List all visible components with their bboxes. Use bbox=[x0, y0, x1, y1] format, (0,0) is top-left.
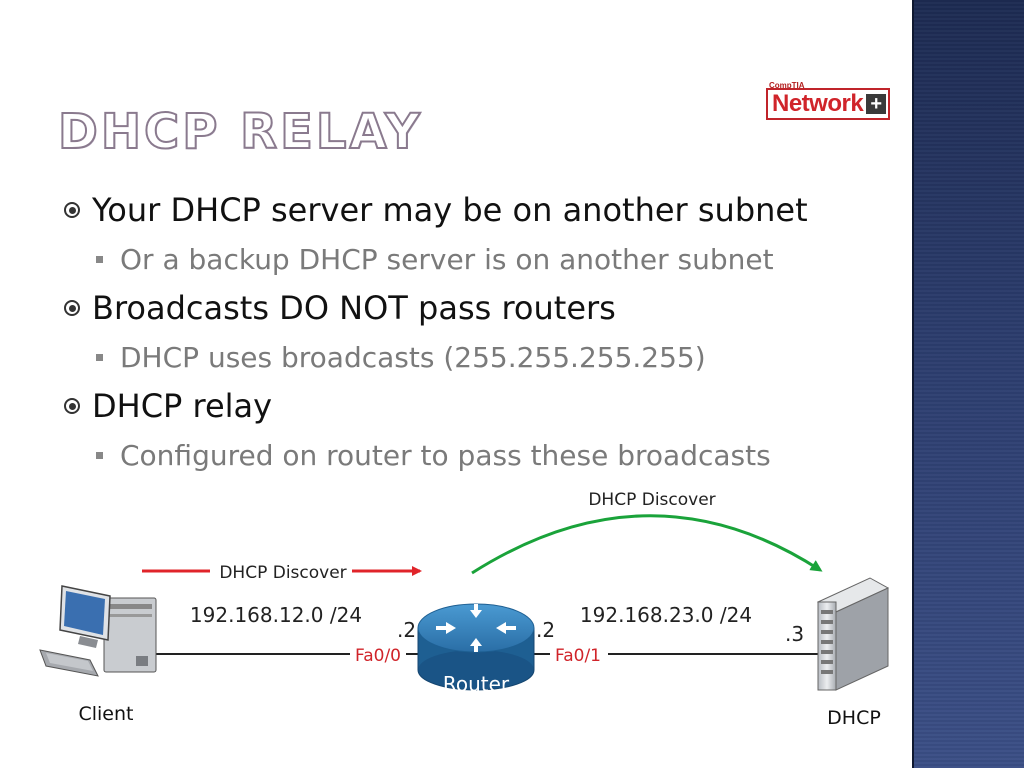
sub-bullet-2: DHCP uses broadcasts (255.255.255.255) bbox=[64, 332, 904, 382]
sub-bullet-3: Configured on router to pass these broad… bbox=[64, 430, 904, 480]
circle-bullet-icon bbox=[64, 398, 80, 414]
green-relay-arrow bbox=[471, 514, 823, 575]
client-computer-icon bbox=[39, 585, 157, 677]
router-right-host: .2 bbox=[536, 618, 555, 642]
server-label: DHCP bbox=[827, 707, 881, 729]
bullet-2: Broadcasts DO NOT pass routers bbox=[64, 284, 904, 332]
square-bullet-icon bbox=[96, 255, 103, 263]
dhcp-relay-diagram: DHCP Discover DHCP Discover 192.168.12.0… bbox=[39, 490, 890, 729]
client-label: Client bbox=[78, 703, 133, 725]
left-iface-label: Fa0/0 bbox=[355, 646, 401, 666]
left-arrow-label: DHCP Discover bbox=[219, 563, 346, 583]
sub-bullet-1: Or a backup DHCP server is on another su… bbox=[64, 234, 904, 284]
dhcp-server-icon bbox=[816, 577, 890, 691]
bullet-1-text: Your DHCP server may be on another subne… bbox=[92, 191, 808, 229]
logo-comptia-text: CompTIA bbox=[769, 81, 805, 90]
left-iface-bg bbox=[350, 644, 406, 664]
server-host: .3 bbox=[785, 622, 804, 646]
router-left-host: .2 bbox=[397, 618, 416, 642]
right-iface-bg bbox=[550, 644, 608, 664]
network-plus-logo: CompTIA Network + bbox=[766, 80, 906, 120]
router-label: Router bbox=[443, 672, 510, 696]
circle-bullet-icon bbox=[64, 300, 80, 316]
bullet-3: DHCP relay bbox=[64, 382, 904, 430]
decorative-side-band bbox=[912, 0, 1024, 768]
bullet-3-text: DHCP relay bbox=[92, 387, 273, 425]
right-subnet-label: 192.168.23.0 /24 bbox=[580, 603, 752, 627]
bullet-2-text: Broadcasts DO NOT pass routers bbox=[92, 289, 616, 327]
right-iface-label: Fa0/1 bbox=[555, 646, 601, 666]
sub-bullet-1-text: Or a backup DHCP server is on another su… bbox=[120, 242, 774, 276]
bullet-list: Your DHCP server may be on another subne… bbox=[64, 186, 904, 480]
circle-bullet-icon bbox=[64, 202, 80, 218]
square-bullet-icon bbox=[96, 451, 103, 459]
logo-plus-icon: + bbox=[866, 94, 887, 114]
logo-box: Network + bbox=[766, 88, 891, 120]
sub-bullet-2-text: DHCP uses broadcasts (255.255.255.255) bbox=[120, 340, 706, 374]
sub-bullet-3-text: Configured on router to pass these broad… bbox=[120, 438, 771, 472]
router-icon bbox=[417, 603, 535, 691]
bullet-1: Your DHCP server may be on another subne… bbox=[64, 186, 904, 234]
logo-word: Network bbox=[772, 90, 864, 117]
left-subnet-label: 192.168.12.0 /24 bbox=[190, 603, 362, 627]
slide-title: DHCP RELAY bbox=[57, 103, 423, 161]
square-bullet-icon bbox=[96, 353, 103, 361]
curve-arrow-label: DHCP Discover bbox=[588, 490, 715, 510]
